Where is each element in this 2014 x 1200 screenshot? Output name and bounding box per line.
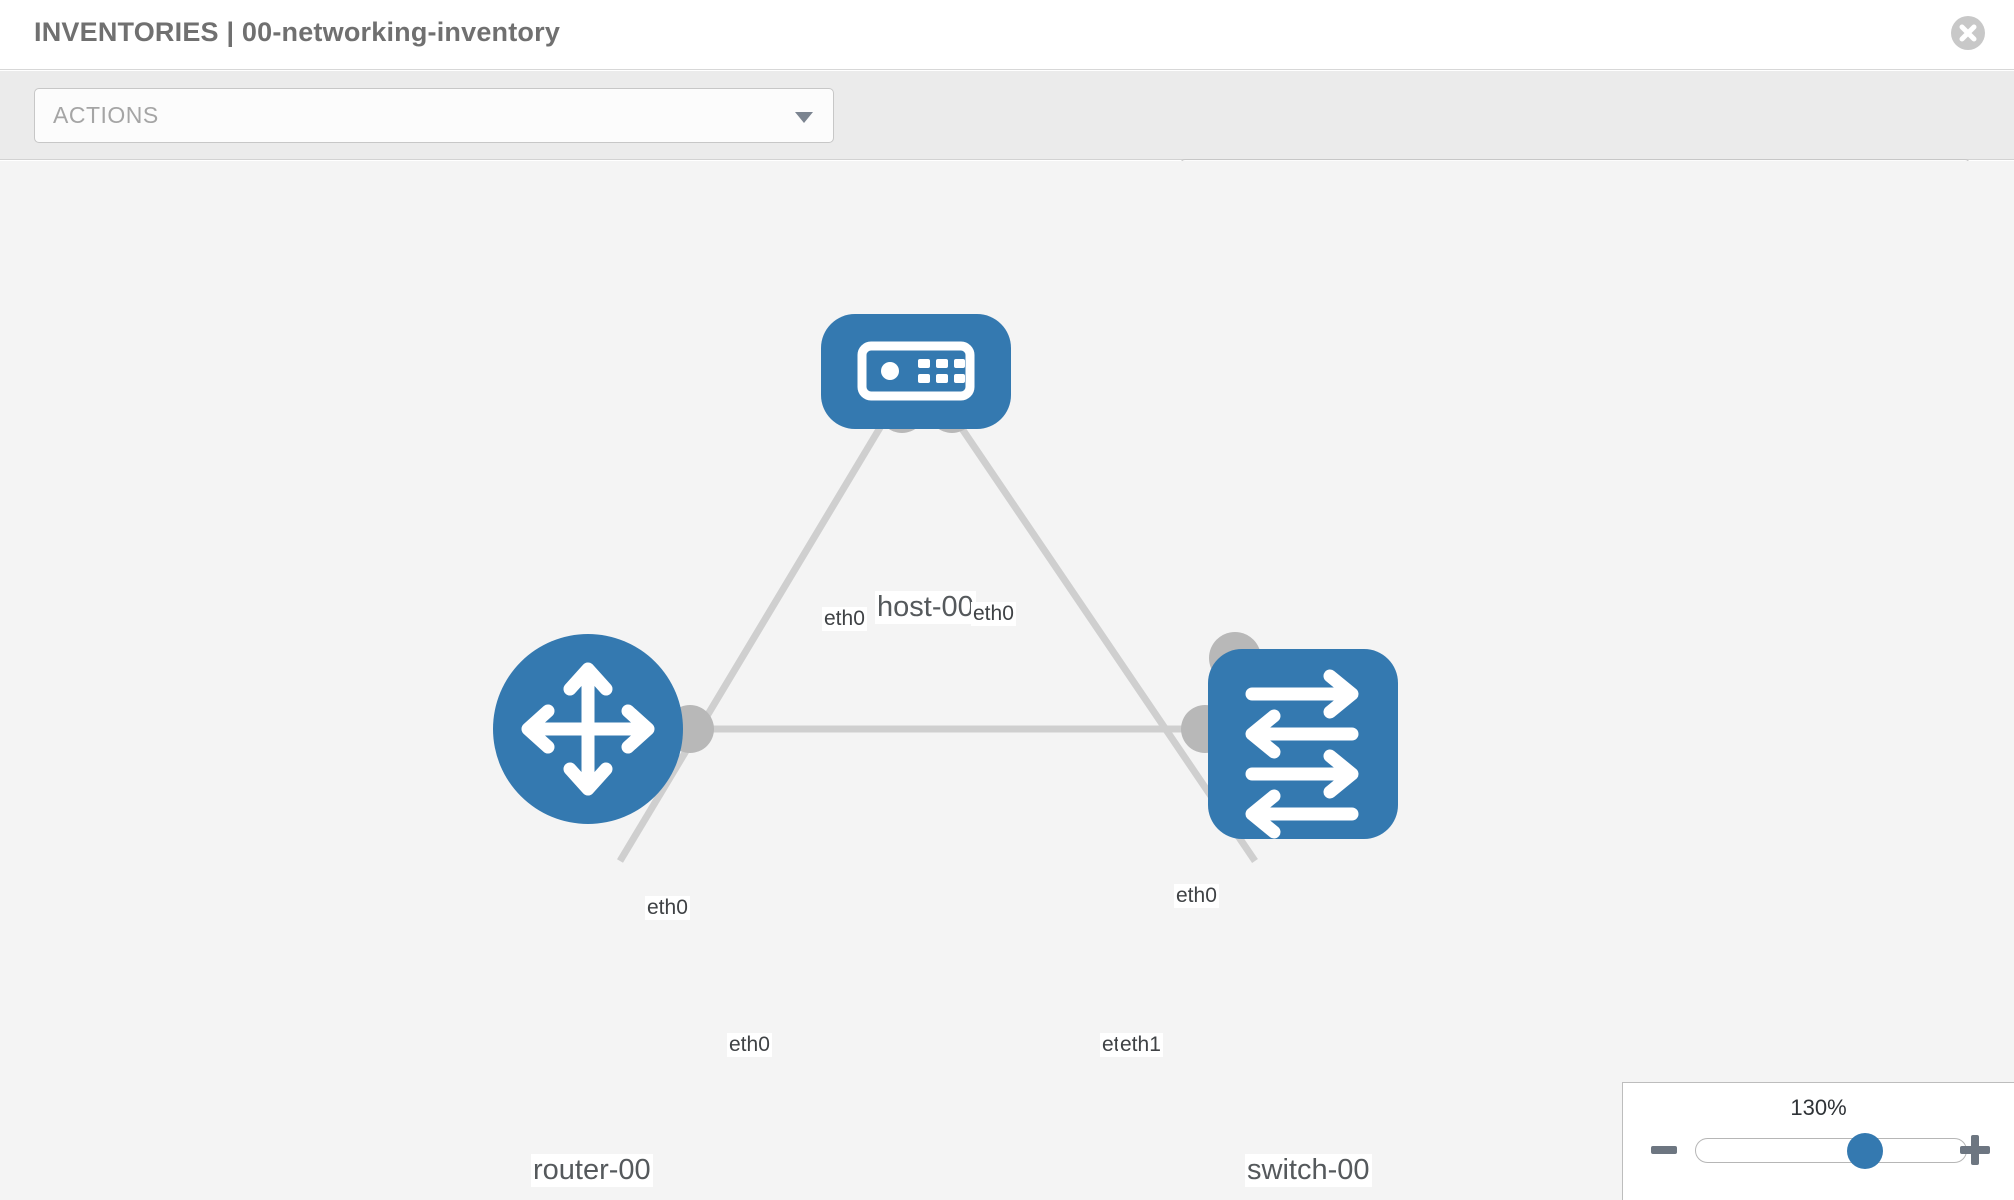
edge-label-router-to-switch: eth0 bbox=[727, 1033, 772, 1058]
zoom-slider-thumb[interactable] bbox=[1846, 1133, 1883, 1169]
minus-icon[interactable] bbox=[1651, 1146, 1677, 1154]
plus-icon[interactable] bbox=[1960, 1135, 1990, 1165]
switch-arrows-icon bbox=[1245, 669, 1359, 839]
edge-label-host-to-switch: eth0 bbox=[971, 602, 1016, 627]
edge-label-switch-to-host: eth0 bbox=[1174, 884, 1219, 909]
node-label-router-00: router-00 bbox=[531, 1154, 653, 1188]
link-host-switch bbox=[947, 409, 1258, 863]
actions-dropdown-label: ACTIONS bbox=[53, 102, 159, 128]
chevron-down-icon bbox=[795, 112, 813, 123]
page-header: INVENTORIES | 00-networking-inventory bbox=[0, 0, 2014, 70]
actions-dropdown[interactable]: ACTIONS bbox=[34, 88, 834, 143]
zoom-slider[interactable] bbox=[1695, 1133, 1967, 1169]
node-label-switch-00: switch-00 bbox=[1245, 1154, 1372, 1188]
node-router-00 bbox=[493, 634, 683, 824]
page-title: INVENTORIES | 00-networking-inventory bbox=[34, 17, 561, 47]
zoom-control-panel: 130% bbox=[1622, 1082, 2014, 1200]
topology-canvas[interactable]: host-00 router-00 switch-00 eth0 eth0 et… bbox=[0, 161, 2014, 1200]
node-switch-00 bbox=[1208, 649, 1398, 839]
node-label-host-00: host-00 bbox=[875, 591, 976, 625]
link-host-router bbox=[616, 409, 894, 863]
node-host-00 bbox=[821, 314, 1011, 429]
close-icon[interactable] bbox=[1950, 15, 1986, 51]
router-arrows-icon bbox=[521, 662, 655, 796]
zoom-percent-label: 130% bbox=[1790, 1095, 1847, 1120]
graph-connectors bbox=[666, 385, 1261, 753]
edge-label-router-to-host: eth0 bbox=[645, 896, 690, 921]
edge-label-host-to-router: eth0 bbox=[822, 607, 867, 632]
edge-label-switch-to-router: eth1 bbox=[1118, 1033, 1163, 1058]
server-icon bbox=[857, 341, 975, 401]
topology-graph bbox=[493, 314, 1398, 863]
graph-links bbox=[616, 409, 1258, 863]
toolbar: ACTIONS SEARCH bbox=[0, 71, 2014, 214]
